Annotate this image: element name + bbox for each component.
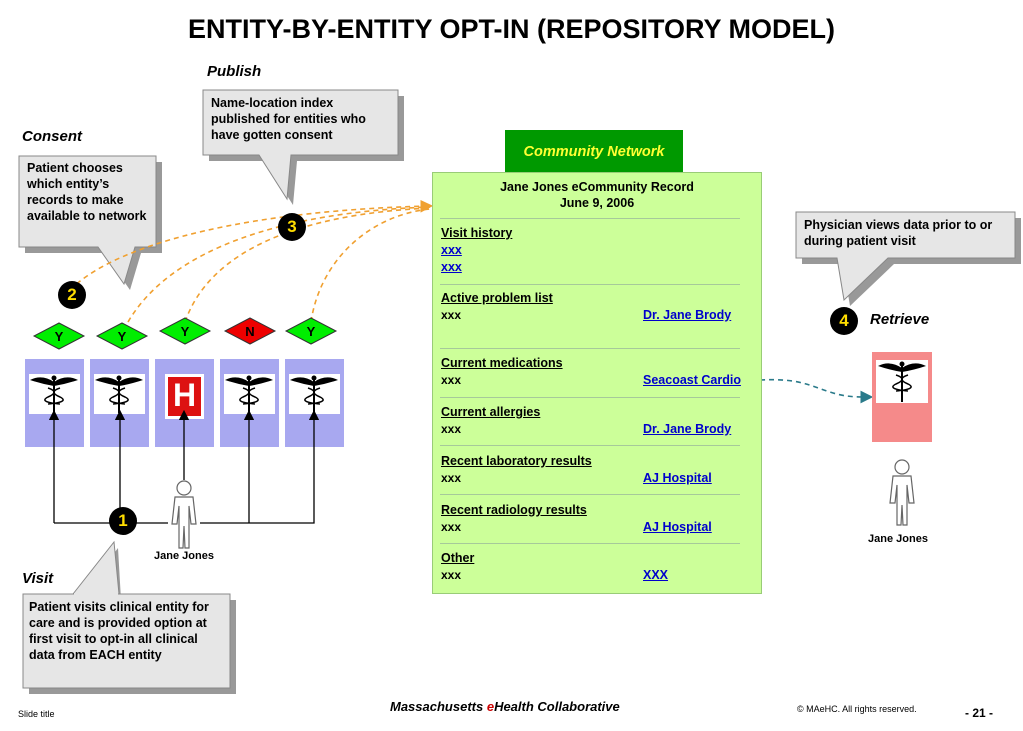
section-heading: Active problem list — [441, 291, 553, 305]
publish-connectors — [69, 199, 434, 323]
divider — [440, 218, 740, 219]
section-value[interactable]: xxx — [441, 243, 462, 257]
hospital-letter: H — [172, 377, 197, 413]
consent-diamond-2 — [95, 322, 149, 350]
section-heading: Recent laboratory results — [441, 454, 592, 468]
retrieve-patient-figure — [889, 459, 915, 526]
retrieve-label: Retrieve — [870, 311, 930, 328]
publish-callout-text: Name-location index published for entiti… — [211, 96, 366, 142]
retrieve-connector — [759, 378, 874, 404]
section-value: xxx — [441, 308, 462, 322]
consent-callout-shape — [18, 155, 162, 290]
source-link[interactable]: Dr. Jane Brody — [643, 422, 732, 436]
consent-diamond-3 — [158, 317, 212, 345]
consent-diamond-1 — [32, 322, 86, 350]
divider — [440, 348, 740, 349]
slide-title: Slide title — [18, 709, 55, 719]
patient-name: Jane Jones — [154, 550, 214, 562]
record-title: Jane Jones eCommunity Record — [500, 180, 694, 194]
source-link[interactable]: XXX — [643, 568, 669, 582]
section-value: xxx — [441, 520, 462, 534]
divider — [440, 543, 740, 544]
section-heading: Visit history — [441, 226, 513, 240]
consent-label-3: Y — [180, 324, 190, 339]
footer-brand-prefix: Massachusetts — [390, 699, 487, 714]
section-value: xxx — [441, 373, 462, 387]
step-badge-4: 4 — [830, 307, 858, 335]
source-link[interactable]: AJ Hospital — [643, 520, 712, 534]
step-badge-2: 2 — [58, 281, 86, 309]
divider — [440, 445, 740, 446]
visit-connectors — [48, 409, 320, 524]
step-badge-3: 3 — [278, 213, 306, 241]
publish-label: Publish — [207, 63, 262, 80]
source-link[interactable]: AJ Hospital — [643, 471, 712, 485]
source-link[interactable]: Dr. Jane Brody — [643, 308, 732, 322]
consent-label: Consent — [22, 128, 82, 145]
section-value: xxx — [441, 471, 462, 485]
patient-figure — [171, 480, 197, 549]
hospital-icon — [168, 377, 201, 416]
retrieve-callout-text: Physician views data prior to or during … — [804, 218, 993, 248]
section-heading: Current allergies — [441, 405, 541, 419]
section-value[interactable]: xxx — [441, 260, 462, 274]
source-link[interactable]: Seacoast Cardio — [643, 373, 741, 387]
section-heading: Current medications — [441, 356, 563, 370]
visit-callout-text: Patient visits clinical entity for care … — [29, 600, 209, 662]
footer-brand: Massachusetts eHealth Collaborative — [390, 699, 620, 714]
caduceus-icon — [289, 374, 340, 414]
page-number: - 21 - — [965, 706, 994, 720]
retrieve-callout-shape — [795, 211, 1021, 306]
section-value: xxx — [441, 568, 462, 582]
page-title: ENTITY-BY-ENTITY OPT-IN (REPOSITORY MODE… — [187, 14, 836, 44]
consent-label-2: Y — [117, 329, 127, 344]
visit-callout-shape — [22, 540, 236, 694]
section-value: xxx — [441, 422, 462, 436]
consent-label-1: Y — [54, 329, 64, 344]
caduceus-icon — [876, 360, 928, 403]
divider — [440, 284, 740, 285]
retrieve-patient-name: Jane Jones — [868, 533, 928, 545]
consent-diamond-5 — [284, 317, 338, 345]
caduceus-icon — [29, 374, 80, 414]
caduceus-icon — [94, 374, 145, 414]
record-date: June 9, 2006 — [559, 196, 635, 210]
publish-callout-shape — [202, 89, 404, 205]
footer-brand-e: e — [486, 699, 495, 714]
visit-label: Visit — [22, 570, 54, 587]
ecommunity-record-panel: Jane Jones eCommunity Record June 9, 200… — [432, 172, 762, 594]
consent-diamond-4 — [223, 317, 277, 345]
community-network-header: Community Network — [505, 130, 683, 172]
section-heading: Recent radiology results — [441, 503, 587, 517]
divider — [440, 397, 740, 398]
consent-label-4: N — [245, 324, 255, 339]
divider — [440, 494, 740, 495]
footer-brand-suffix: Health Collaborative — [494, 699, 620, 714]
consent-label-5: Y — [306, 324, 316, 339]
caduceus-icon — [224, 374, 275, 414]
section-heading: Other — [441, 551, 475, 565]
copyright: © MAeHC. All rights reserved. — [797, 704, 917, 714]
consent-callout-text: Patient chooses which entity’s records t… — [27, 161, 147, 223]
step-badge-1: 1 — [109, 507, 137, 535]
